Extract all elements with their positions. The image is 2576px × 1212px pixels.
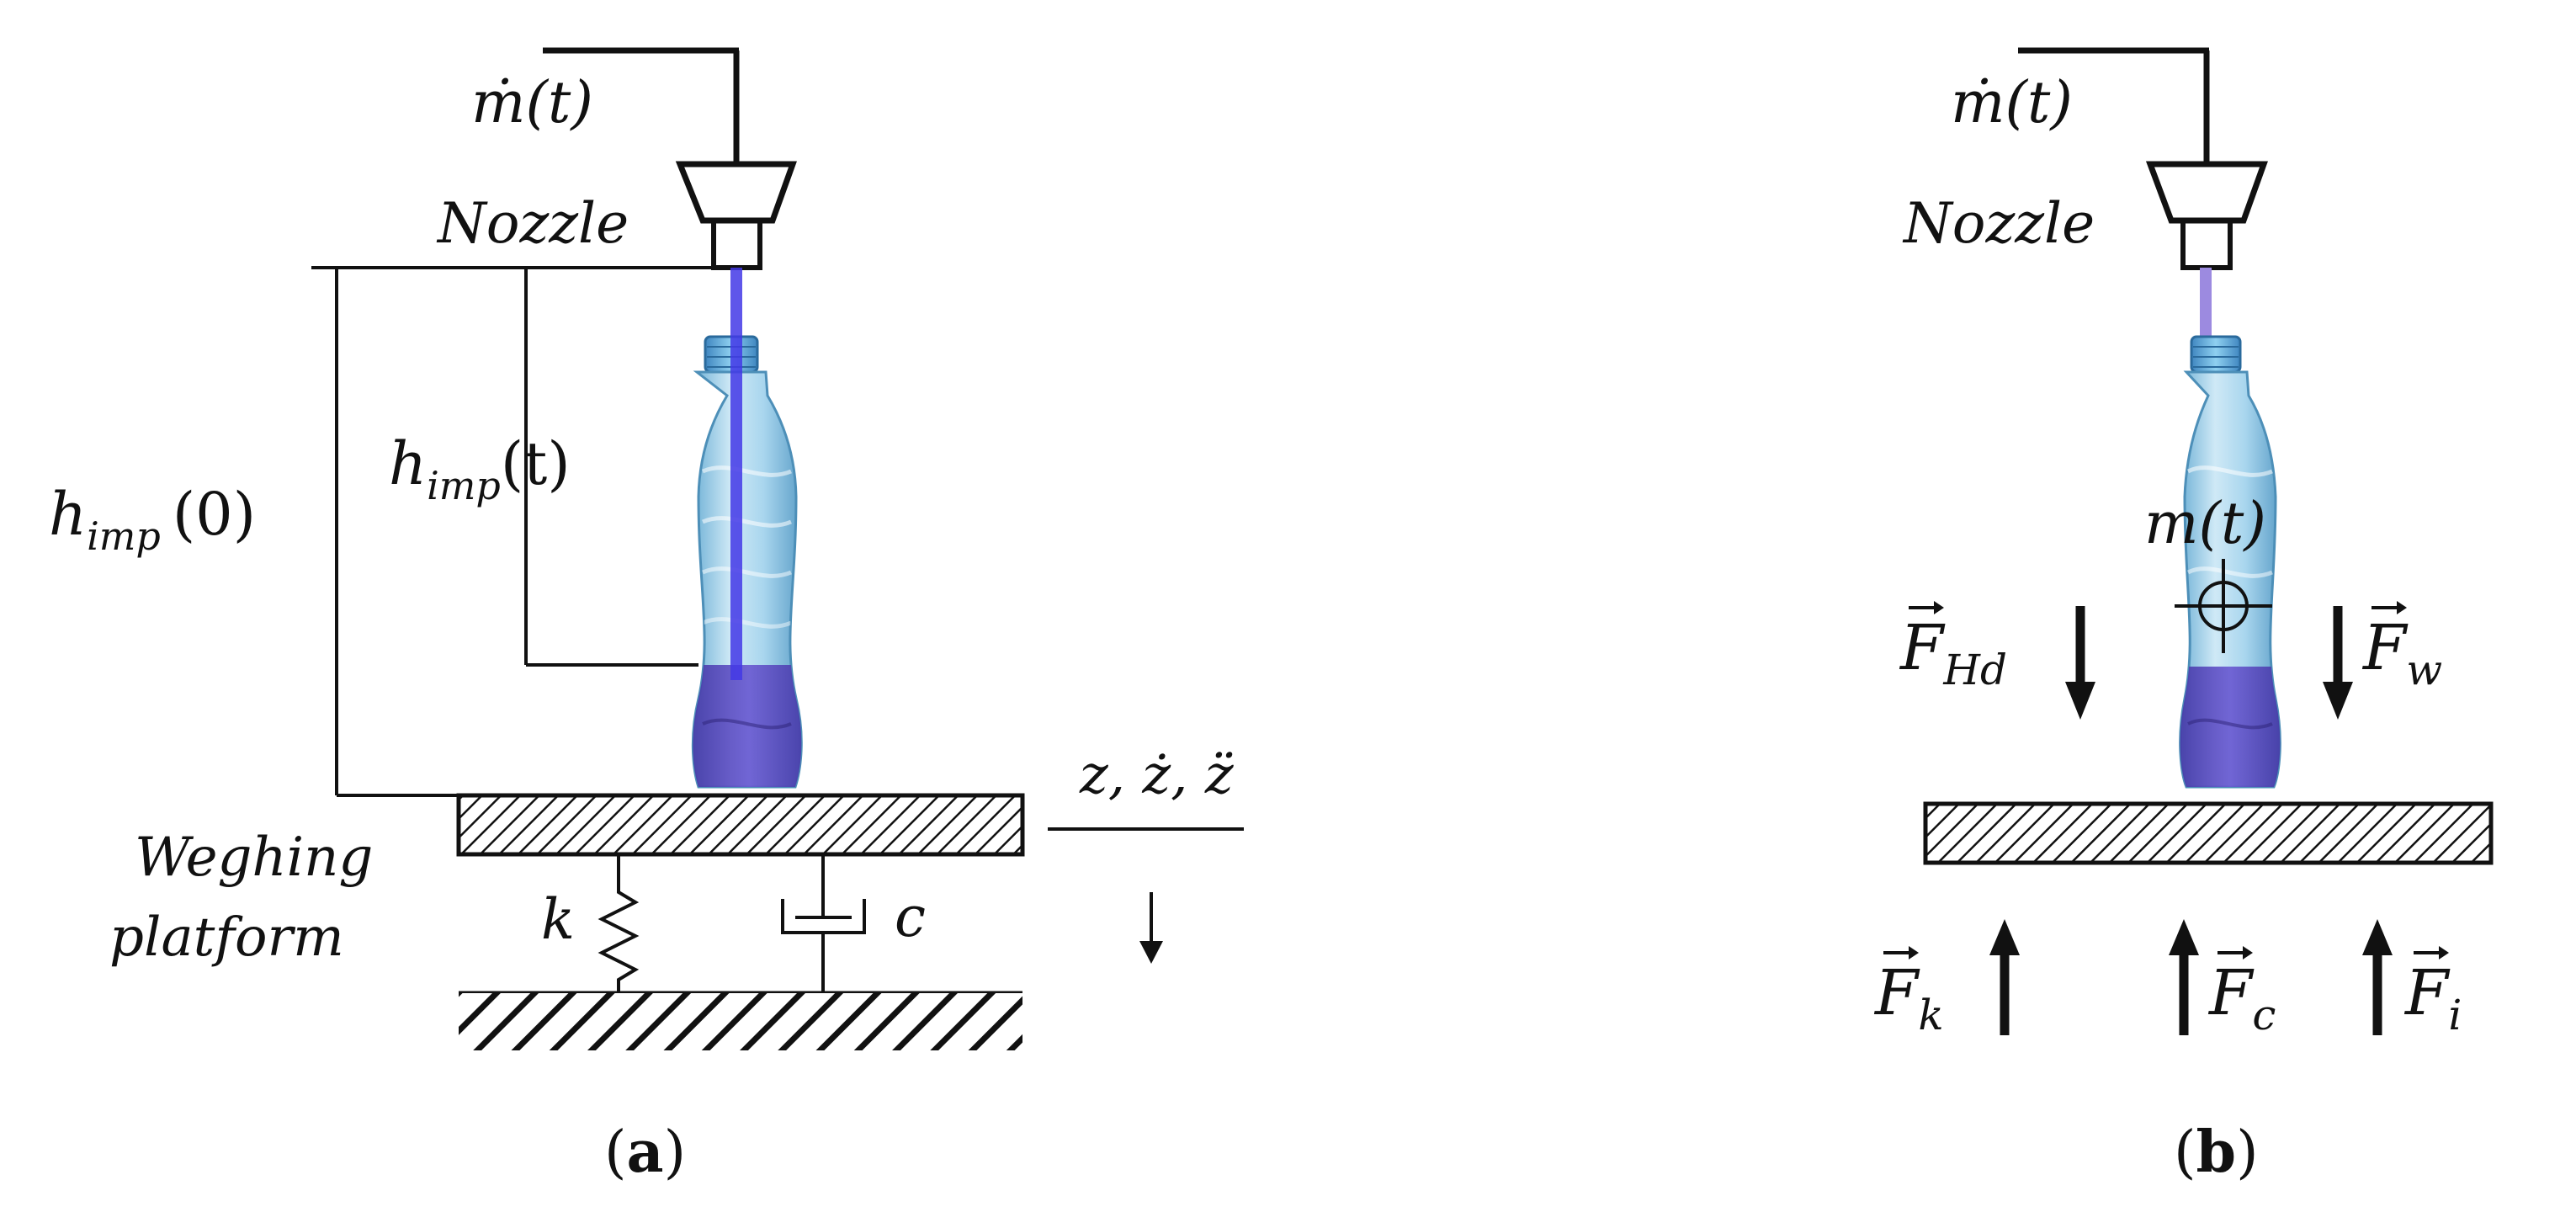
weighing-platform-b — [1923, 801, 2494, 865]
svg-text:himp(0): himp(0) — [49, 480, 256, 559]
flow-rate-label-a: ṁ(t) — [471, 70, 593, 136]
svg-text:Fi: Fi — [2403, 957, 2462, 1039]
damper-label: c — [895, 885, 926, 949]
bottle-b — [2179, 335, 2281, 789]
svg-text:himp(t): himp(t) — [389, 429, 571, 508]
svg-text:FHd: FHd — [1899, 612, 2007, 694]
force-label-w: Fw — [2361, 601, 2442, 694]
caption-b: (b) — [2174, 1119, 2259, 1186]
platform-label-line1: Weghing — [135, 827, 373, 889]
nozzle-label-a: Nozzle — [436, 191, 629, 256]
force-label-k: Fk — [1873, 946, 1944, 1039]
force-arrow-w — [2323, 606, 2353, 720]
initial-height-label: himp(0) — [49, 480, 256, 559]
spring-label: k — [541, 887, 575, 952]
force-label-hd: FHd — [1899, 601, 2007, 694]
nozzle-a — [675, 161, 797, 270]
svg-text:Fk: Fk — [1873, 957, 1944, 1039]
svg-text:Fc: Fc — [2207, 957, 2276, 1039]
fluid-stream-b — [2200, 268, 2212, 352]
damper-a — [781, 854, 866, 993]
bottle-a — [691, 335, 803, 789]
feed-pipe-a — [543, 47, 740, 164]
force-label-i: Fi — [2403, 946, 2462, 1039]
mass-label: m(t) — [2144, 491, 2266, 557]
dimension-lines-a — [311, 266, 714, 797]
fluid-stream-a — [730, 268, 742, 680]
force-label-c: Fc — [2207, 946, 2276, 1039]
force-arrow-hd — [2065, 606, 2095, 720]
panel-a: ṁ(t) Nozzle himp(0) himp(t) — [49, 47, 1244, 1186]
panel-b: ṁ(t) Nozzle m( — [1873, 47, 2494, 1186]
height-label: himp(t) — [389, 429, 571, 508]
spring-a — [598, 854, 640, 993]
force-arrow-i — [2362, 919, 2393, 1035]
nozzle-label-b: Nozzle — [1902, 191, 2095, 256]
flow-rate-label-b: ṁ(t) — [1951, 70, 2073, 136]
platform-label-line2: platform — [109, 906, 344, 969]
weighing-platform-a — [456, 793, 1025, 857]
displacement-label: z, ż, z̈ — [1079, 744, 1235, 806]
force-arrow-c — [2169, 919, 2199, 1035]
force-arrow-k — [1989, 919, 2020, 1035]
svg-text:Fw: Fw — [2361, 612, 2442, 694]
feed-pipe-b — [2018, 47, 2210, 164]
nozzle-b — [2145, 161, 2268, 270]
center-of-mass-icon — [2175, 559, 2272, 653]
caption-a: (a) — [604, 1119, 686, 1186]
displacement-arrow — [1048, 827, 1244, 964]
ground-a — [459, 991, 1022, 1050]
